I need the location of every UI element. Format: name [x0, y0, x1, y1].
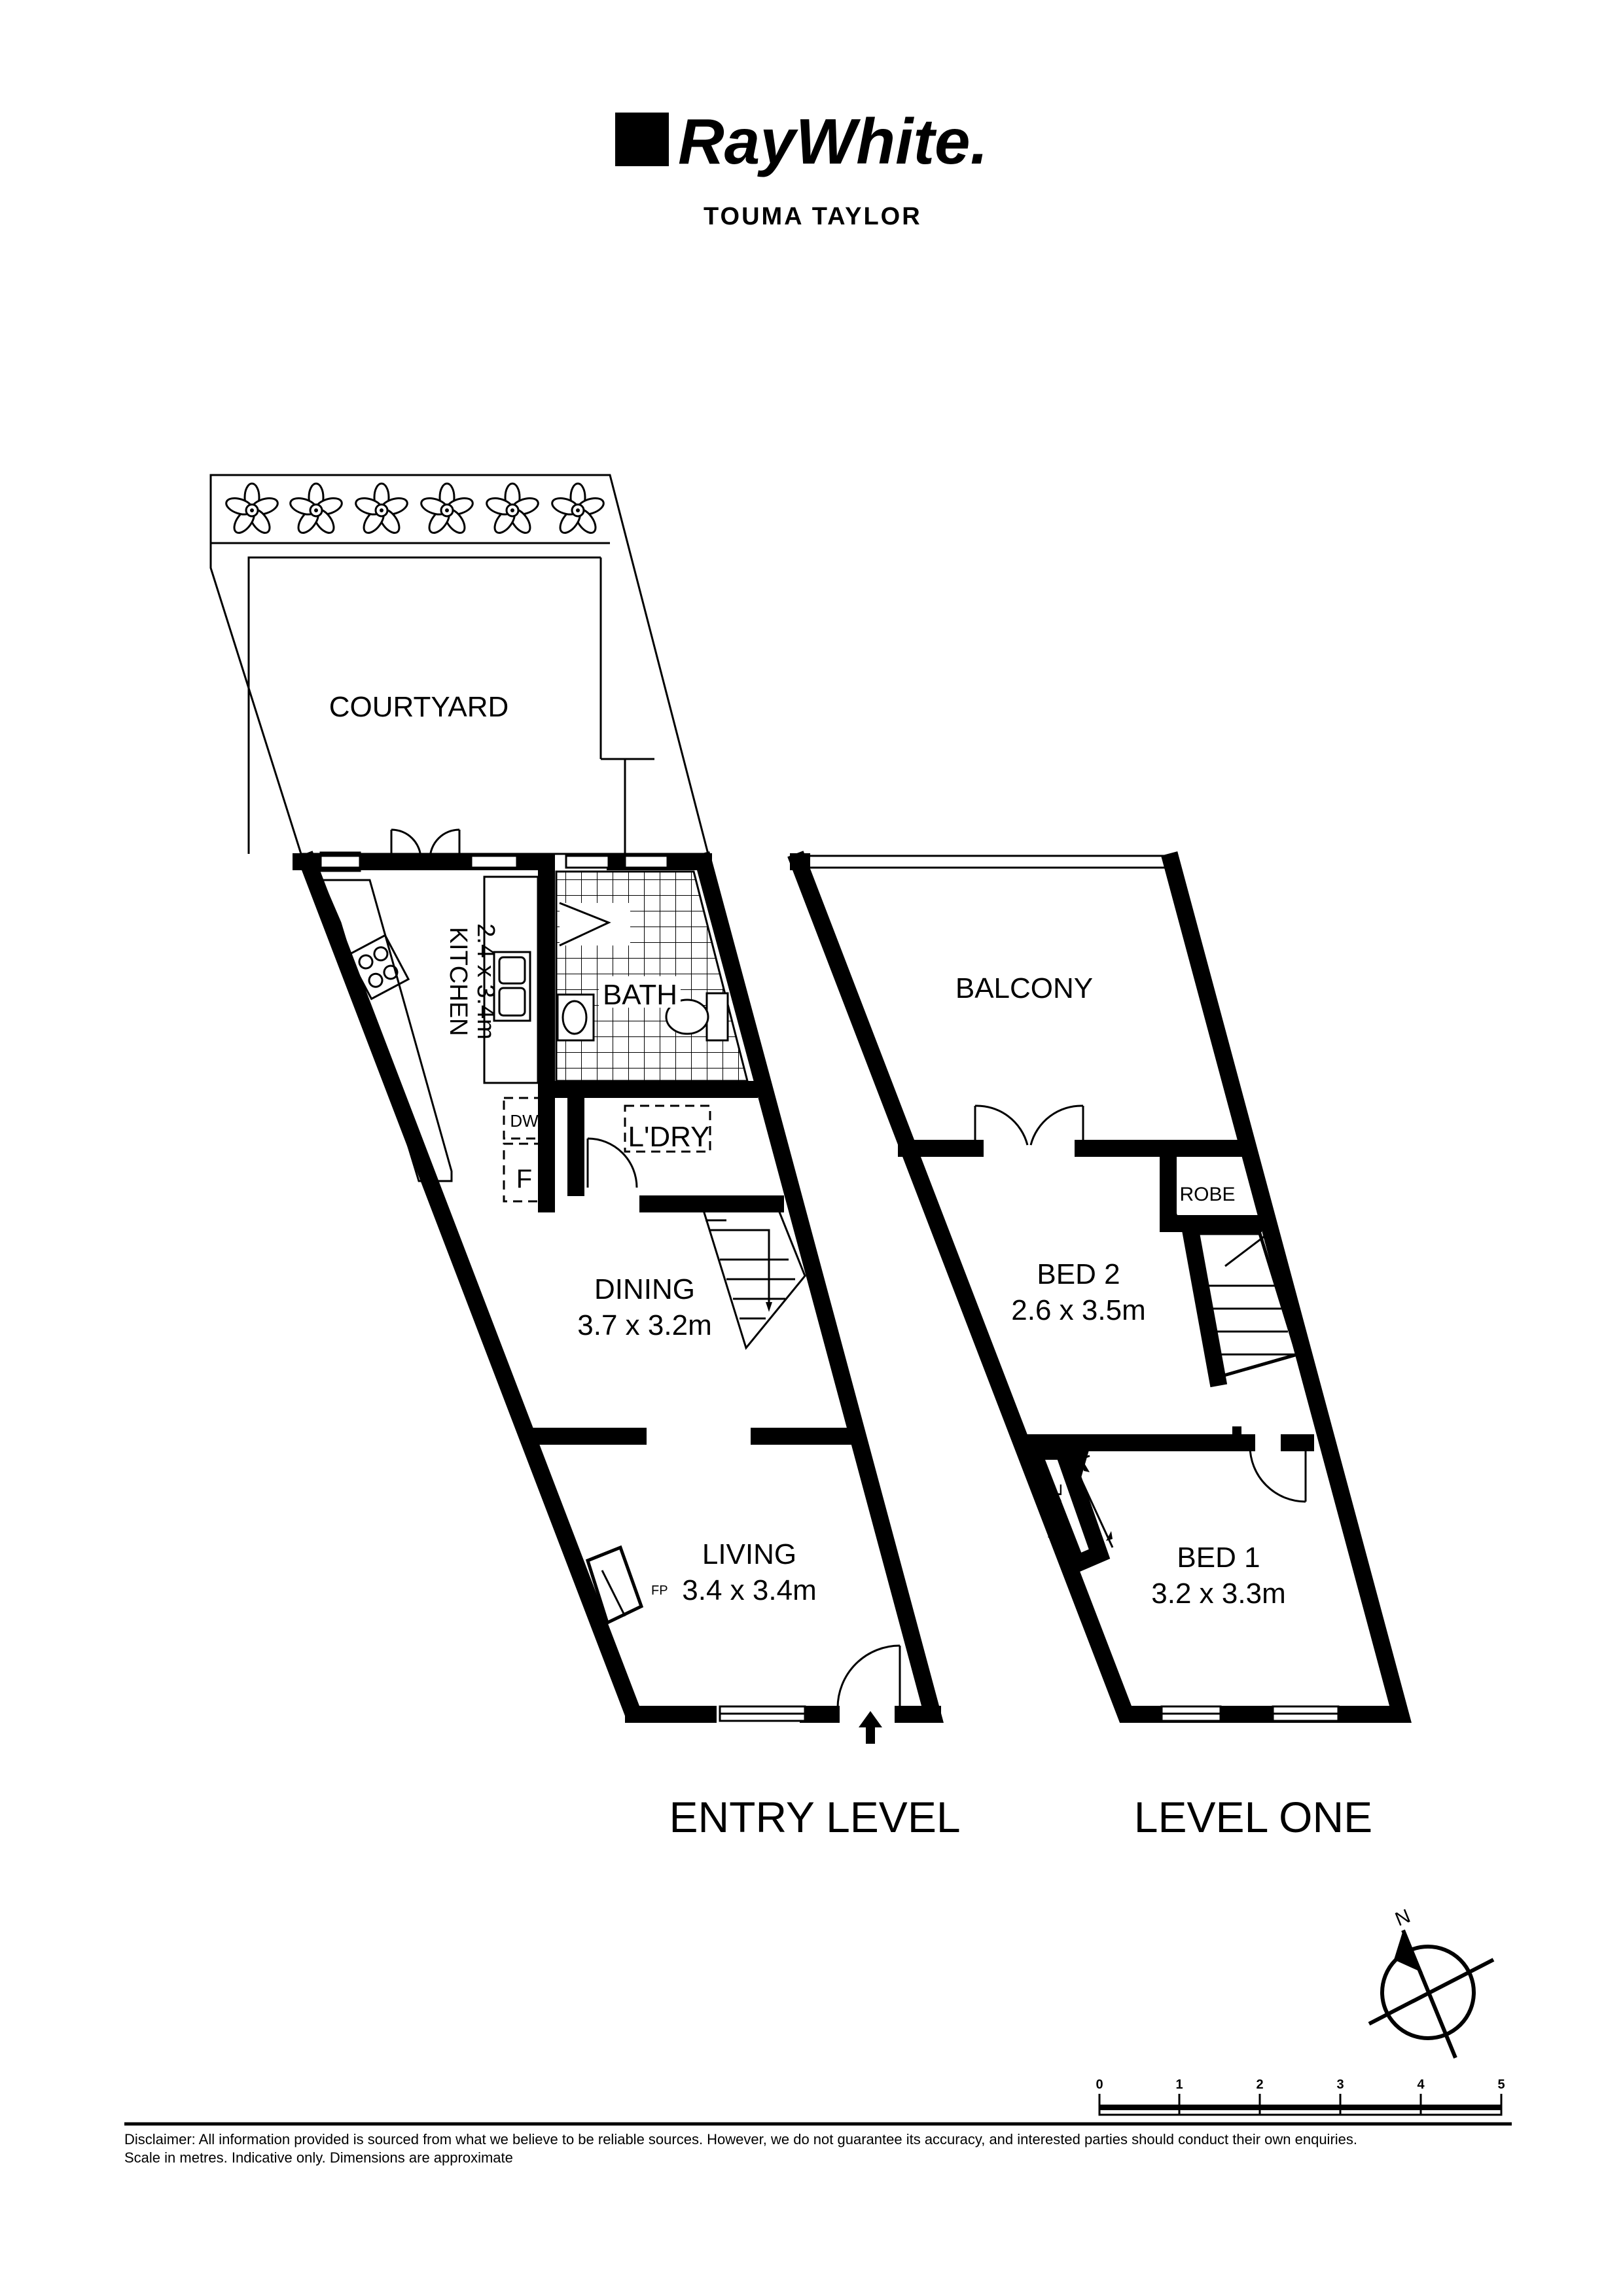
scale-tick-label: 3: [1336, 2077, 1344, 2092]
room-bed-2: BED 2: [1037, 1258, 1120, 1290]
disclaimer-line: Disclaimer: All information provided is …: [124, 2131, 1358, 2147]
fireplace-icon: [585, 1545, 644, 1625]
flower-icon: [418, 482, 476, 538]
room-laundry: L'DRY: [628, 1121, 710, 1153]
level-label-entry: ENTRY LEVEL: [669, 1793, 960, 1841]
scale-bar: 0 1 2 3 4 5: [1096, 2077, 1505, 2116]
logo-square-icon: [615, 113, 669, 166]
fireplace-label: FP: [651, 1583, 668, 1598]
kitchen-door: [390, 828, 461, 860]
room-bath: BATH: [603, 979, 677, 1011]
room-living-size: 3.4 x 3.4m: [682, 1574, 816, 1606]
bed2-robe-label: ROBE: [1179, 1184, 1235, 1205]
garden-bed: [223, 482, 607, 538]
scale-tick-label: 5: [1497, 2077, 1505, 2092]
north-compass-icon: N: [1368, 1905, 1495, 2059]
entry-door: [836, 1644, 901, 1744]
basin-icon: [556, 993, 595, 1042]
flower-icon: [549, 482, 607, 538]
disclaimer: Disclaimer: All information provided is …: [124, 2130, 1564, 2167]
brand-office: TOUMA TAYLOR: [704, 203, 922, 230]
entry-arrow-icon: [859, 1711, 882, 1744]
level-one-stairs: [1181, 1223, 1300, 1388]
toilet-icon: [665, 992, 729, 1042]
brand-name: RayWhite.: [678, 105, 988, 177]
brand-logo: RayWhite. TOUMA TAYLOR: [615, 105, 988, 230]
dishwasher-label: DW: [510, 1111, 539, 1131]
scale-tick-label: 0: [1096, 2077, 1103, 2092]
room-dining-size: 3.7 x 3.2m: [577, 1309, 711, 1341]
disclaimer-line: Scale in metres. Indicative only. Dimens…: [124, 2149, 513, 2166]
sink-icon: [493, 951, 531, 1022]
laundry-outline: [624, 1104, 711, 1153]
fridge-label: F: [516, 1165, 532, 1193]
scale-tick-label: 4: [1417, 2077, 1425, 2092]
room-kitchen: KITCHEN: [444, 927, 472, 1036]
fridge-outline: [503, 1142, 546, 1203]
room-courtyard: COURTYARD: [329, 691, 509, 723]
level-label-one: LEVEL ONE: [1134, 1793, 1372, 1841]
dishwasher-outline: [503, 1097, 546, 1140]
flower-icon: [287, 482, 345, 538]
scale-tick-label: 1: [1175, 2077, 1183, 2092]
bed1-door: [1232, 1426, 1307, 1503]
bed1-robe-label: ROBE: [1044, 1483, 1066, 1539]
flower-icon: [484, 482, 541, 538]
room-dining: DINING: [594, 1273, 695, 1305]
room-balcony: BALCONY: [955, 972, 1093, 1004]
room-bed-1-size: 3.2 x 3.3m: [1151, 1578, 1285, 1610]
entry-stairs: [702, 1209, 806, 1351]
cooktop-icon: [346, 934, 410, 1000]
room-living: LIVING: [702, 1538, 796, 1570]
balcony-door: [974, 1104, 1084, 1148]
room-bed-1: BED 1: [1177, 1542, 1260, 1574]
scale-tick-label: 2: [1256, 2077, 1263, 2092]
flower-icon: [353, 482, 410, 538]
flower-icon: [223, 482, 281, 538]
room-kitchen-size: 2.4 x 3.4m: [472, 923, 499, 1039]
laundry-door: [586, 1137, 638, 1188]
room-bed-2-size: 2.6 x 3.5m: [1011, 1294, 1145, 1326]
entry-level-plan: DW F: [209, 474, 961, 1841]
compass-north-label: N: [1392, 1905, 1413, 1931]
level-one-plan: ROBE ROBE: [787, 851, 1412, 1841]
